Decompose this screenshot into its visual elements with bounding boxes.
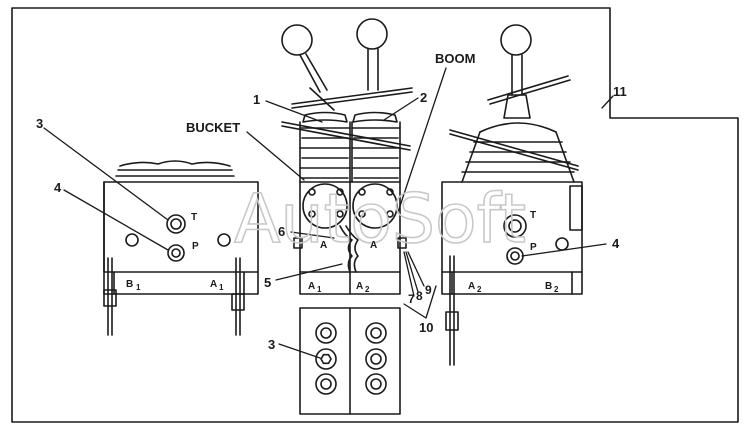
callout-5: 5	[264, 275, 271, 290]
left-port-b1-sub: 1	[136, 283, 141, 292]
callout-4-right: 4	[612, 236, 620, 251]
center-port-a-right: A	[370, 240, 377, 251]
callout-6: 6	[278, 224, 285, 239]
port-labels: T P B 1 A 1 A A A 1 A 2 T P A 2 B 2	[126, 210, 559, 294]
panel-frame	[11, 7, 739, 423]
center-port-a1-sub: 1	[317, 285, 322, 294]
left-port-p: P	[192, 241, 199, 252]
callout-8: 8	[416, 289, 423, 303]
callout-labels: 1 2 3 4 4 5 6 7 8 9 10 11 3 BOOM BUCKET	[36, 51, 627, 352]
left-port-a1-sub: 1	[219, 283, 224, 292]
right-valve	[441, 24, 583, 366]
callout-boom: BOOM	[435, 51, 475, 66]
leader-lines	[43, 67, 614, 359]
right-port-p: P	[530, 242, 537, 253]
right-port-b2-sub: 2	[554, 285, 559, 294]
callout-3-left: 3	[36, 116, 43, 131]
callout-3-bottom: 3	[268, 337, 275, 352]
left-port-t: T	[191, 212, 197, 223]
callout-9: 9	[425, 283, 432, 297]
center-port-a2: A	[356, 281, 363, 292]
center-port-a-left: A	[320, 240, 327, 251]
center-port-a2-sub: 2	[365, 285, 370, 294]
center-valve	[281, 18, 413, 295]
left-port-a1: A	[210, 279, 217, 290]
watermark: AutoSoft	[234, 180, 526, 259]
callout-bucket: BUCKET	[186, 120, 240, 135]
callout-2: 2	[420, 90, 427, 105]
center-port-a1: A	[308, 281, 315, 292]
left-valve	[103, 160, 259, 336]
right-port-a2: A	[468, 281, 475, 292]
callout-10: 10	[419, 320, 433, 335]
right-port-b2: B	[545, 281, 552, 292]
callout-11: 11	[613, 84, 627, 99]
bottom-port-block	[299, 307, 401, 415]
callout-1: 1	[253, 92, 260, 107]
left-port-b1: B	[126, 279, 133, 290]
callout-4-left: 4	[54, 180, 62, 195]
right-port-t: T	[530, 210, 536, 221]
callout-7: 7	[408, 292, 415, 306]
right-port-a2-sub: 2	[477, 285, 482, 294]
